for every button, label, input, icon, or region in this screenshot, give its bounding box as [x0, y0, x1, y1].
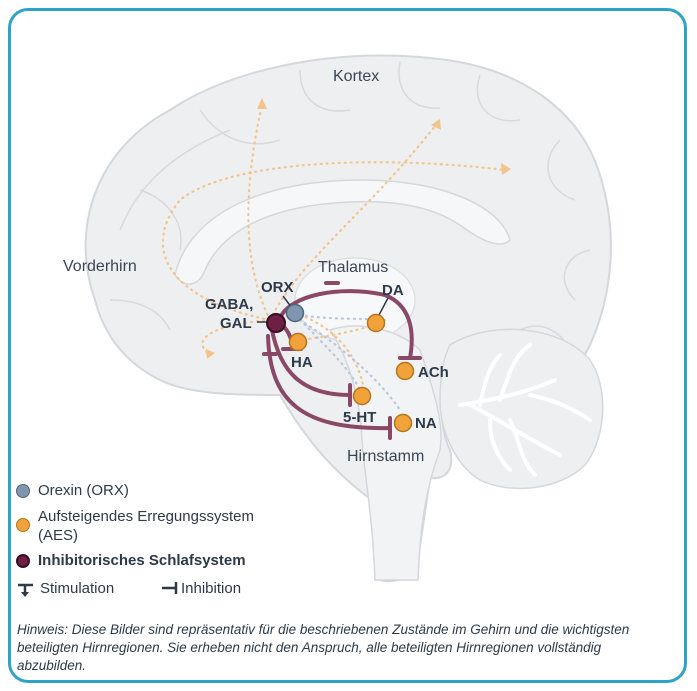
- label-vorderhirn: Vorderhirn: [63, 258, 137, 275]
- label-hirnstamm: Hirnstamm: [347, 448, 424, 465]
- node-orx[interactable]: [287, 305, 304, 322]
- legend-aes-label: Aufsteigendes Erregungssystem: [38, 508, 254, 525]
- legend-orexin-label: Orexin (ORX): [38, 482, 129, 499]
- disclaimer-note: Hinweis: Diese Bilder sind repräsentativ…: [17, 621, 667, 675]
- stimulation-icon: [18, 585, 33, 597]
- inhibition-icon: [162, 582, 176, 594]
- legend-aes-abbr: (AES): [38, 527, 78, 544]
- legend-inhibitory: Inhibitorisches Schlafsystem: [16, 552, 246, 569]
- legend-stimulation-label: Stimulation: [40, 580, 114, 597]
- aes-dot-icon: [16, 518, 30, 532]
- legend-orexin: Orexin (ORX): [16, 482, 129, 499]
- legend-inhibitory-label: Inhibitorisches Schlafsystem: [38, 552, 246, 569]
- node-gaba[interactable]: [267, 314, 285, 332]
- node-na[interactable]: [395, 415, 412, 432]
- legend-inhibition-label: Inhibition: [181, 580, 241, 597]
- orexin-dot-icon: [16, 484, 30, 498]
- label-ach: ACh: [418, 364, 449, 381]
- legend-inhibition: Inhibition: [181, 580, 241, 597]
- node-da[interactable]: [368, 315, 385, 332]
- label-gal: GAL: [220, 315, 252, 332]
- legend-stimulation: Stimulation: [40, 580, 114, 597]
- label-orx: ORX: [261, 279, 294, 296]
- legend-aes: Aufsteigendes Erregungssystem (AES): [16, 507, 254, 545]
- label-5ht: 5-HT: [343, 409, 376, 426]
- label-kortex: Kortex: [333, 68, 379, 85]
- node-ha[interactable]: [290, 334, 307, 351]
- label-ha: HA: [291, 354, 313, 371]
- node-ach[interactable]: [397, 363, 414, 380]
- label-thalamus: Thalamus: [318, 259, 388, 276]
- label-na: NA: [415, 415, 437, 432]
- label-da: DA: [382, 282, 404, 299]
- inhibitory-dot-icon: [16, 554, 30, 568]
- label-gaba: GABA,: [205, 296, 253, 313]
- node-5ht[interactable]: [354, 388, 371, 405]
